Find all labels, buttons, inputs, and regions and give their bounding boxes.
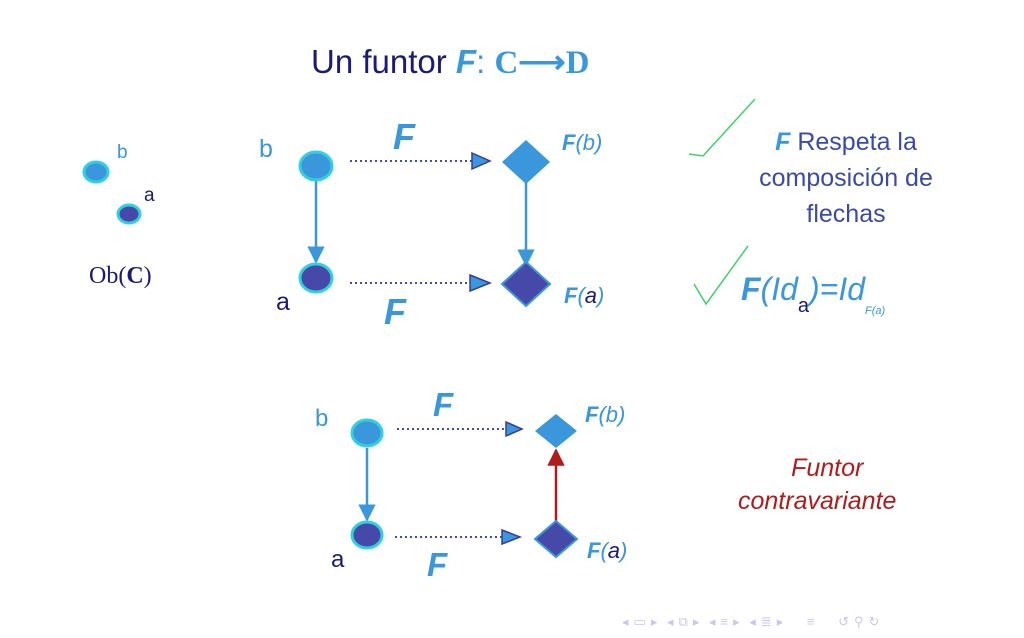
title-prefix: Un funtor [311,43,447,80]
arrowhead-F-bottom [469,273,493,293]
title-colon: : [476,43,486,80]
composition-line3: flechas [806,200,886,228]
composition-line1: F Respeta la [775,128,917,156]
Fb-arg: (b) [575,130,603,155]
identity-sub-a: a [797,295,810,317]
subsection-icon[interactable]: ⧉ [678,614,689,629]
diagram1-F-bottom: F [384,291,406,332]
diagram2-a-label: a [331,546,345,573]
Fb-F: F [562,130,576,155]
diagram1-b-label: b [259,135,273,163]
title-arrow: ⟶ [518,45,566,81]
arrow-right-icon[interactable]: ▸ [650,614,659,629]
diagram1-Fb-label: F(b) [562,130,602,156]
beamer-nav-bar: ◂▭▸ ◂⧉▸ ◂≡▸ ◂≣▸ ≡ ↺⚲↻ [622,614,884,630]
arrow-right-icon[interactable]: ▸ [776,614,785,629]
ob-c-caption: Ob(C) [89,263,152,290]
node-a-2 [350,520,384,550]
arrow-left-icon[interactable]: ◂ [708,614,717,629]
node-Fb-diamond [502,140,550,184]
object-a-node [116,203,142,225]
identity-sub-Fa: F(a) [865,305,886,317]
node-Fa-diamond-2 [533,519,579,559]
zoom-icon[interactable]: ⚲ [853,614,865,629]
diagram2-b-label: b [315,405,329,432]
arrow-right-icon[interactable]: ▸ [692,614,701,629]
composition-property: F Respeta la composición de flechas [724,124,968,232]
node-Fb-diamond-2 [535,414,577,448]
redo-icon[interactable]: ↻ [868,614,881,629]
title-category-C: C [494,45,519,81]
identity-property: F(Ida)=IdF(a) [741,271,886,317]
diagram1-a-label: a [276,288,290,316]
composition-line2: composición de [759,164,933,192]
undo-icon[interactable]: ↺ [838,614,850,629]
diagram-contravariant [350,414,579,559]
object-b-node [82,160,110,184]
arrow-left-icon[interactable]: ◂ [622,614,630,629]
ob-c-prefix: Ob( [89,263,127,289]
Fa-a: a [584,283,598,308]
title-functor-F: F [455,43,477,80]
contravariant-line2: contravariante [738,487,897,515]
contravariant-label: Funtor contravariante [738,452,896,518]
object-b-label: b [117,142,128,163]
arrow-right-icon[interactable]: ▸ [733,614,741,629]
check-icon-composition [688,98,756,157]
diagram2-F-bottom: F [427,546,448,583]
check-icon-identity [693,245,749,306]
arrowhead-F-bottom-2 [501,528,523,546]
Fa-close: ) [597,283,605,308]
subsection-icon[interactable]: ≣ [760,614,773,629]
ob-c-suffix: ) [143,263,152,289]
node-a [298,262,334,294]
object-a-label: a [144,185,155,206]
section-icon[interactable]: ≡ [720,614,730,629]
contravariant-line1: Funtor [791,454,864,482]
arrow-left-icon[interactable]: ◂ [749,614,757,629]
diagram-covariant [298,140,552,308]
composition-F: F [775,128,791,156]
diagram1-Fa-label: F(a) [564,283,604,309]
ob-c-category: C [126,263,144,289]
node-Fa-diamond [500,260,552,308]
arrowhead-F-top-2 [505,420,524,438]
diagram2-Fa-label: F(a) [587,538,628,563]
diagram1-F-top: F [393,116,415,157]
node-b-2 [350,418,384,448]
identity-F: F [741,271,761,307]
Fa-F: F [564,283,578,308]
arrowhead-F-top [471,151,492,171]
slide-title: Un funtor F: C⟶D [311,42,589,82]
align-icon[interactable]: ≡ [806,614,816,629]
Fa-open: ( [577,283,585,308]
diagram2-Fb-label: F(b) [585,402,626,427]
frame-icon[interactable]: ▭ [633,614,647,629]
node-b [298,150,334,182]
arrow-left-icon[interactable]: ◂ [666,614,675,629]
title-category-D: D [565,45,590,81]
diagram2-F-top: F [433,386,454,423]
